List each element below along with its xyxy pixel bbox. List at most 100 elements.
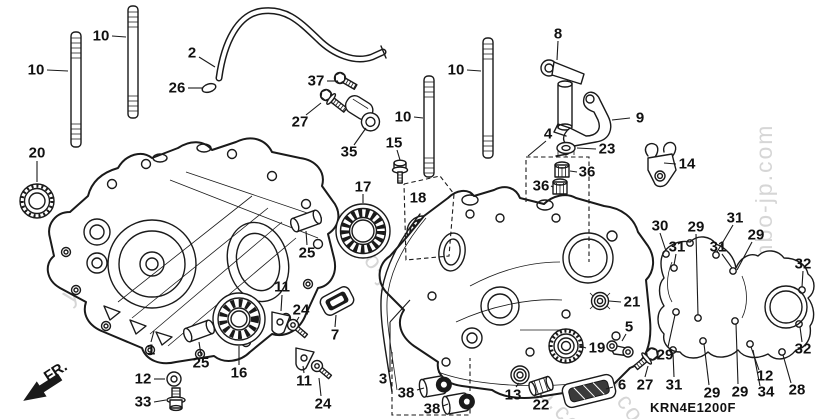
callout-label: 35 — [341, 144, 358, 161]
washer-12 — [166, 371, 182, 387]
bracket-14 — [644, 141, 677, 188]
roller-38-b — [441, 392, 475, 415]
leader-line — [389, 299, 411, 323]
bearing-17 — [335, 203, 391, 259]
callout-label: 32 — [795, 341, 812, 358]
callout-label: 27 — [637, 377, 654, 394]
callout-label: 3 — [379, 371, 387, 388]
callout-label: 21 — [624, 294, 641, 311]
leader-line — [673, 253, 677, 266]
callout-label: 38 — [424, 401, 441, 418]
leader-line — [305, 230, 308, 246]
leader-line — [416, 387, 425, 391]
callout-label: 25 — [299, 245, 316, 262]
callout-label: 38 — [398, 385, 415, 402]
callout-label: 23 — [599, 141, 616, 158]
right-crankcase-half — [378, 186, 654, 399]
callout-label: 10 — [93, 28, 110, 45]
nut-21 — [589, 291, 611, 311]
bearing-16 — [212, 292, 266, 346]
callout-label: 36 — [533, 178, 550, 195]
dowel-25-b — [289, 209, 323, 233]
callout-label: 20 — [29, 145, 46, 162]
nut-23 — [556, 141, 576, 157]
leader-line — [198, 341, 202, 356]
bolt-15 — [391, 159, 409, 184]
breather-tube — [215, 7, 387, 82]
callout-label: 31 — [669, 239, 686, 256]
leader-line — [667, 314, 676, 348]
leader-line — [703, 343, 710, 386]
leader-line — [150, 330, 155, 343]
leader-line — [318, 377, 322, 397]
plate-11-a — [271, 311, 291, 335]
callout-label: 29 — [732, 384, 749, 401]
callout-label: 29 — [688, 219, 705, 236]
callout-label: 30 — [652, 218, 669, 235]
leader-line — [153, 399, 167, 403]
bolt-27-upper — [319, 88, 348, 113]
callout-label: 11 — [274, 279, 290, 296]
leader-line — [527, 140, 547, 157]
callout-label-layer: 1010226203727351510101718892343636141251… — [28, 26, 812, 418]
bushing-13 — [510, 365, 530, 385]
leader-line — [46, 69, 69, 72]
callout-label: 10 — [395, 109, 412, 126]
callout-label: 10 — [448, 62, 465, 79]
leader-line — [556, 40, 559, 61]
callout-label: 31 — [727, 210, 744, 227]
leader-line — [305, 102, 322, 116]
seal-19 — [548, 328, 584, 364]
callout-label: 22 — [533, 397, 550, 414]
callout-label: 26 — [169, 80, 186, 97]
callout-label: 24 — [315, 396, 332, 413]
stud-bolt-10-c — [423, 75, 435, 178]
callout-label: 25 — [193, 355, 210, 372]
callout-label: 36 — [579, 164, 596, 181]
callout-label: 27 — [292, 114, 309, 131]
callout-label: 29 — [748, 227, 765, 244]
leader-line — [413, 116, 424, 119]
leader-line — [515, 382, 520, 388]
leader-line — [605, 386, 614, 390]
leader-line — [782, 354, 792, 384]
callout-label: 5 — [625, 319, 633, 336]
callout-label: 34 — [758, 384, 775, 401]
callout-label: 9 — [636, 110, 644, 127]
leader-line — [576, 147, 597, 150]
callout-label: 12 — [135, 371, 152, 388]
fr-direction-arrow: FR. — [23, 358, 70, 401]
callout-label: 6 — [618, 377, 626, 394]
leader-line — [569, 170, 578, 173]
leader-line — [721, 253, 733, 269]
callout-label: 29 — [657, 347, 674, 364]
bolt-33 — [166, 387, 186, 412]
leader-line — [582, 346, 587, 349]
callout-label: 29 — [704, 385, 721, 402]
leader-line — [295, 316, 300, 323]
leader-line-layer — [36, 35, 804, 407]
callout-label: 7 — [331, 327, 339, 344]
sensor-35 — [344, 95, 381, 132]
callout-label: 31 — [710, 239, 727, 256]
leader-line — [442, 403, 449, 407]
callout-label: 19 — [589, 340, 606, 357]
leader-line — [466, 69, 482, 72]
dashed-outline — [525, 156, 590, 262]
tube-clip-26 — [201, 82, 217, 94]
dashed-outline — [391, 352, 471, 416]
callout-label: 4 — [544, 126, 553, 143]
dowel-25-a — [182, 319, 216, 343]
leader-line — [111, 35, 127, 38]
left-crankcase-half — [46, 137, 340, 365]
leader-line — [302, 365, 305, 374]
oil-seal-20 — [19, 183, 55, 219]
leader-line — [672, 352, 675, 378]
callout-label: 8 — [554, 26, 562, 43]
lever-5 — [606, 340, 634, 358]
callout-label: 13 — [505, 387, 522, 404]
leader-line — [799, 326, 803, 343]
spacer-36-a — [554, 161, 570, 178]
